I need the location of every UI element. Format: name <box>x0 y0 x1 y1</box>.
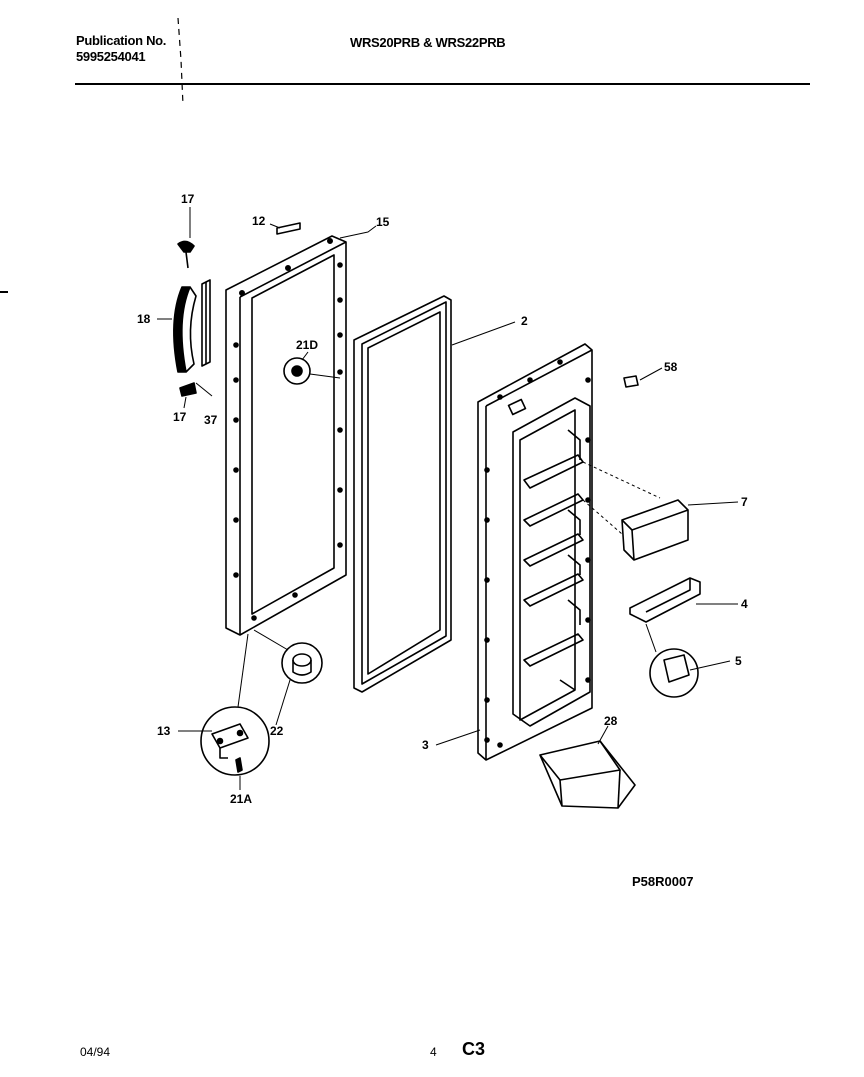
model-numbers: WRS20PRB & WRS22PRB <box>350 35 506 50</box>
hinge-pin-part-17-top <box>177 240 195 269</box>
footer-page-number: 4 <box>430 1045 437 1059</box>
callout-15: 15 <box>376 215 390 229</box>
footer-section-code: C3 <box>462 1039 486 1059</box>
door-handle-part-18 <box>173 286 197 373</box>
callout-21a: 21A <box>230 792 252 806</box>
callout-18: 18 <box>137 312 151 326</box>
leader-3 <box>435 729 481 746</box>
leader-22 <box>275 679 291 726</box>
publication-number: 5995254041 <box>76 49 146 64</box>
bushing-detail-part-22 <box>253 629 323 684</box>
publication-label: Publication No. <box>76 33 167 48</box>
hinge-pin-part-17-bottom <box>179 382 197 397</box>
leader-17b <box>183 396 187 409</box>
door-frame-part-15 <box>225 235 347 636</box>
leader-12 <box>269 223 281 229</box>
callout-2: 2 <box>521 314 528 328</box>
door-gasket-part-2 <box>353 295 452 693</box>
trim-strip-part-12 <box>276 222 301 235</box>
screw-detail-part-21d <box>283 357 311 385</box>
callout-4: 4 <box>741 597 748 611</box>
callout-13: 13 <box>157 724 171 738</box>
hinge-detail-part-13 <box>200 633 270 776</box>
figure-code: P58R0007 <box>632 874 694 889</box>
callout-17-top: 17 <box>181 192 195 206</box>
callout-5: 5 <box>735 654 742 668</box>
leader-58 <box>639 367 663 381</box>
leader-37 <box>195 382 213 397</box>
leader-21d-target <box>309 373 341 379</box>
callout-22: 22 <box>270 724 284 738</box>
leader-28 <box>597 725 609 745</box>
leader-5 <box>689 660 731 671</box>
leader-15 <box>339 225 377 239</box>
callout-37: 37 <box>204 413 218 427</box>
callout-28: 28 <box>604 714 618 728</box>
storage-bin-part-28 <box>539 740 636 809</box>
callout-12: 12 <box>252 214 266 228</box>
leader-7 <box>687 501 739 506</box>
dairy-door-part-7 <box>582 461 689 561</box>
scan-artifact-line <box>177 17 184 106</box>
hinge-bracket-part-37 <box>201 279 211 367</box>
callout-3: 3 <box>422 738 429 752</box>
callout-7: 7 <box>741 495 748 509</box>
door-liner-part-3 <box>477 343 593 761</box>
shelf-bar-part-4 <box>629 577 701 623</box>
callout-17-bottom: 17 <box>173 410 187 424</box>
callout-58: 58 <box>664 360 678 374</box>
detail-circle-part-5 <box>645 623 699 698</box>
screw-part-58 <box>623 375 639 388</box>
footer-date: 04/94 <box>80 1045 111 1059</box>
header-rule <box>75 83 810 85</box>
leader-21d <box>301 351 309 361</box>
leader-2 <box>451 321 516 346</box>
callout-21d: 21D <box>296 338 318 352</box>
